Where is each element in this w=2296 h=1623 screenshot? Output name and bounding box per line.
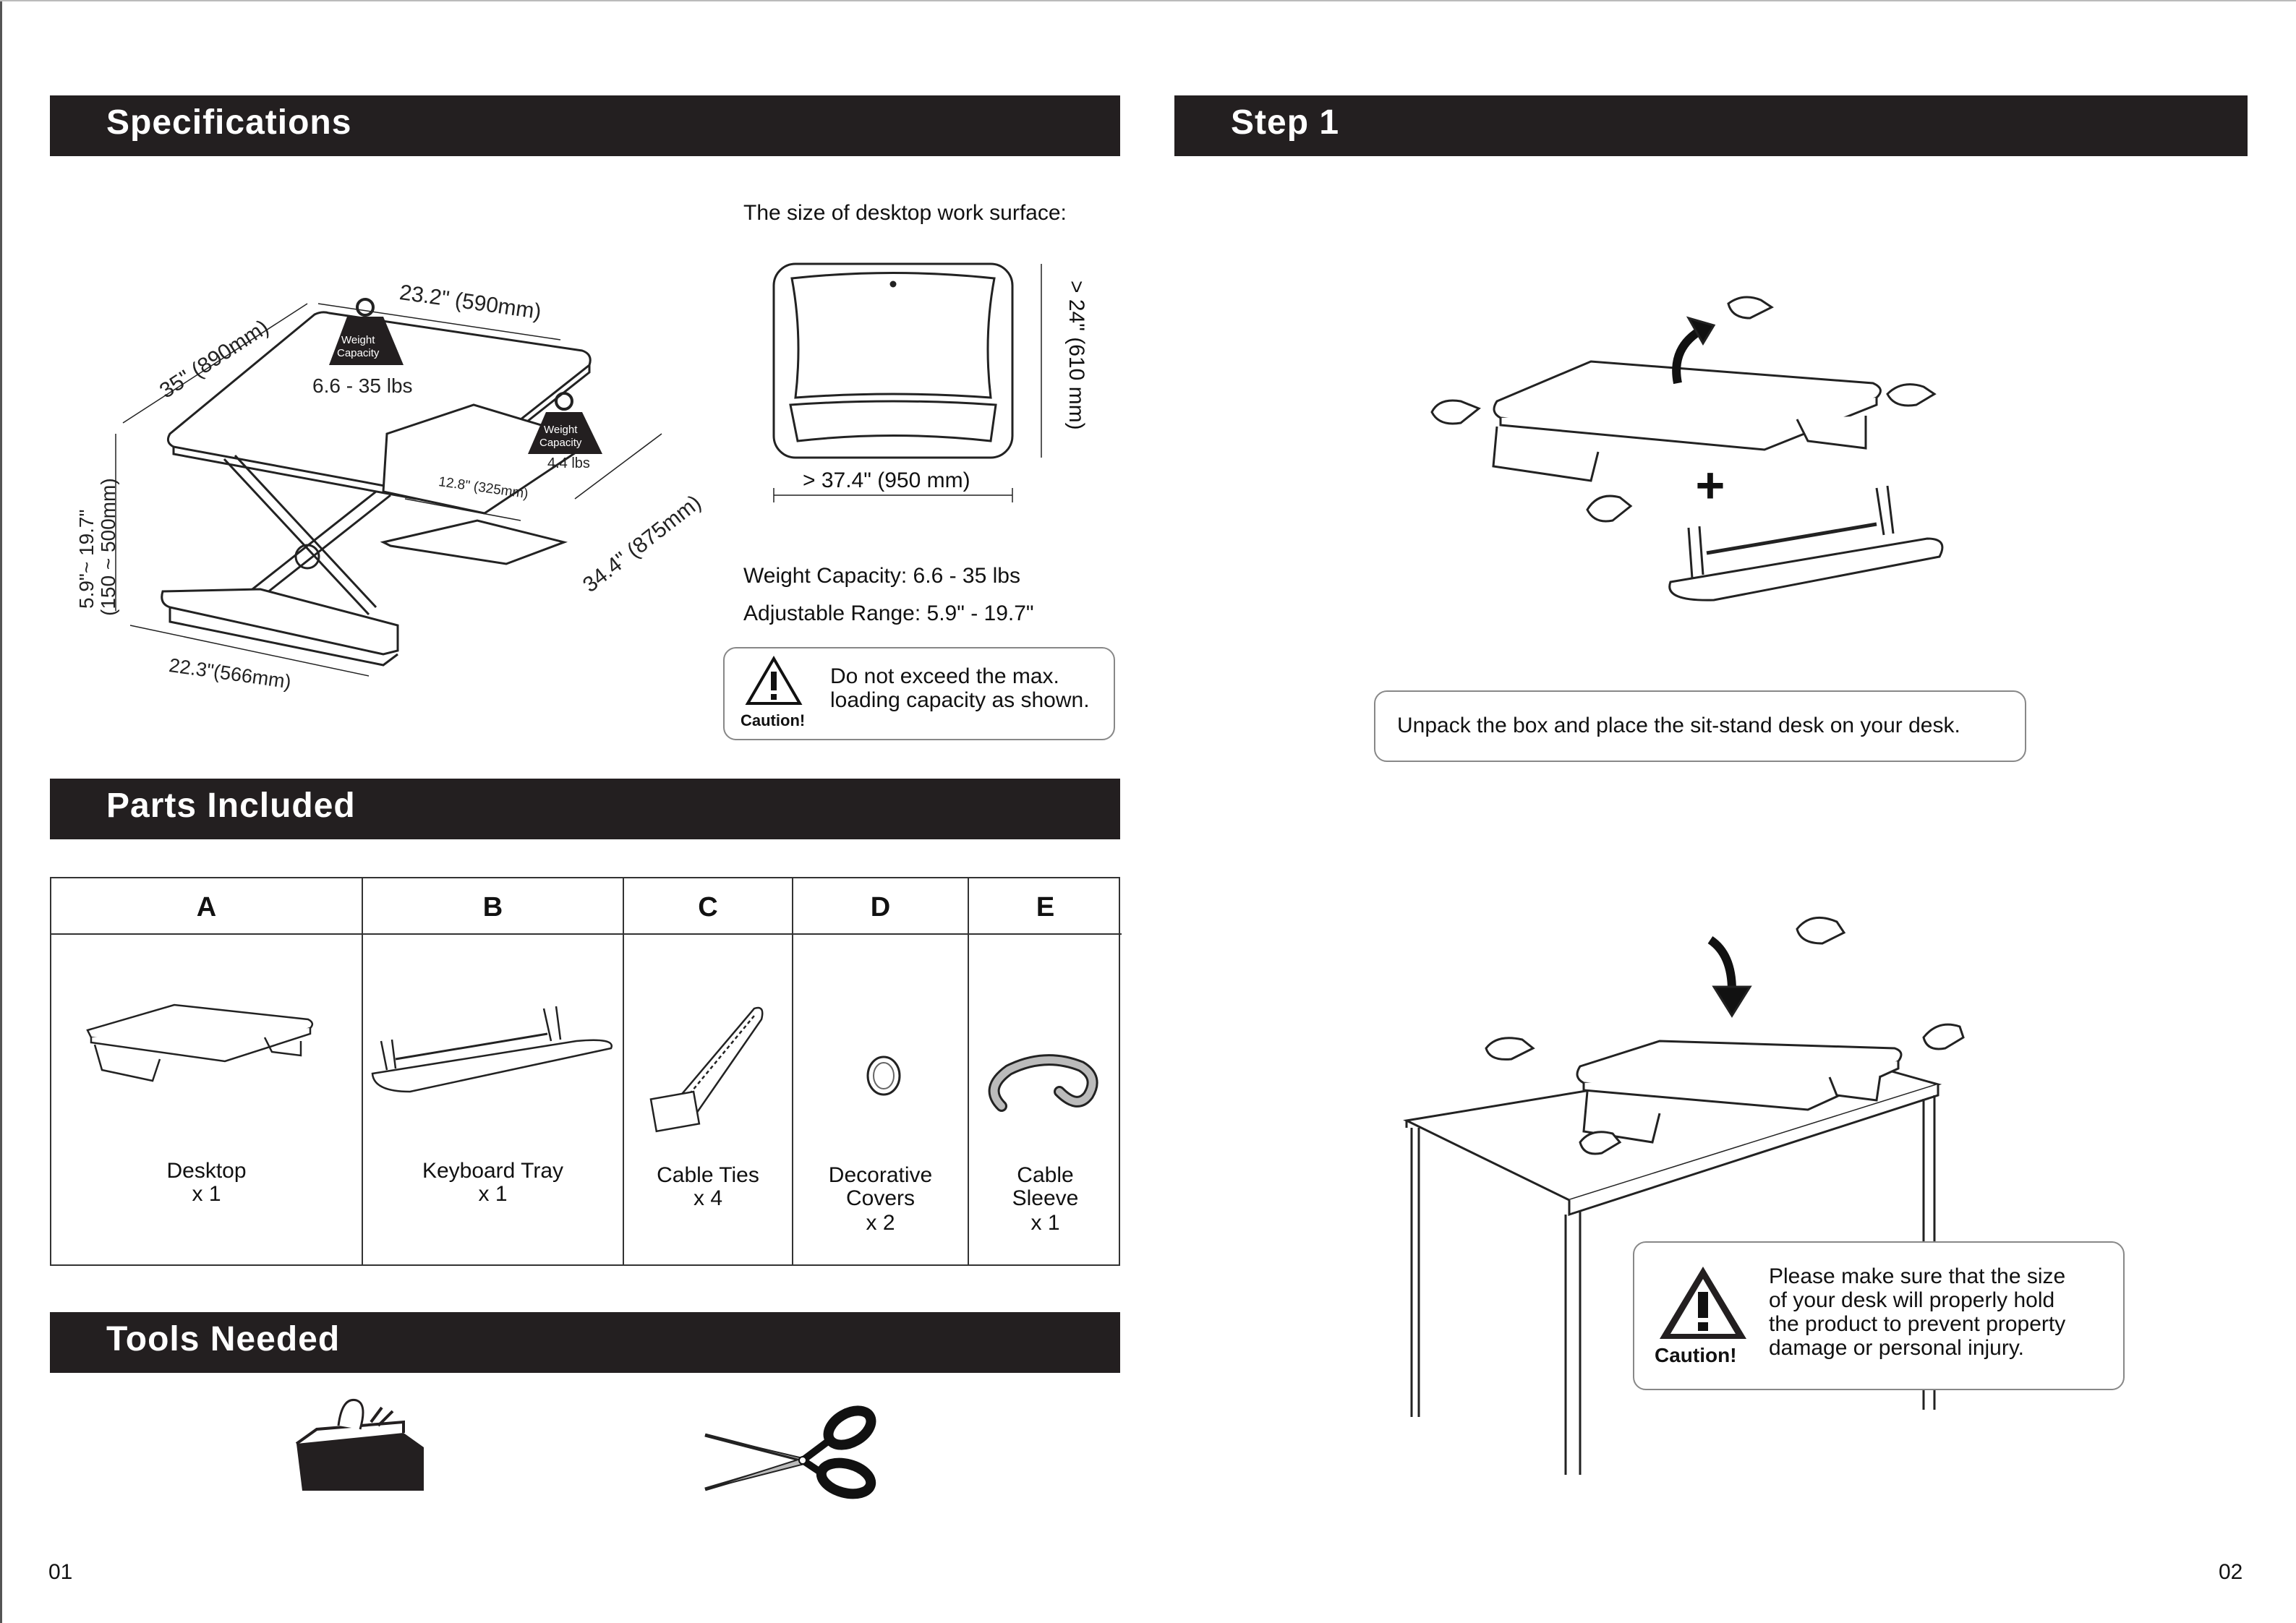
part-quantity: x 1 (192, 1182, 221, 1206)
caution-desk-size-note: Caution! Please make sure that the size … (1633, 1241, 2125, 1390)
part-letter: D (793, 878, 968, 935)
page-edge (0, 0, 2, 1623)
weight-capacity-tag-icon (528, 392, 602, 454)
part-name: Cable Ties (657, 1163, 759, 1187)
part-name: Cable (1017, 1163, 1074, 1187)
caution-text-line: the product to prevent property (1769, 1312, 2066, 1336)
caution-text-line: damage or personal injury. (1769, 1336, 2024, 1360)
weight-tag-label: Capacity (539, 437, 582, 449)
page-edge-top (0, 0, 2296, 1)
dimension-height-label: 5.9"~ 19.7" (75, 509, 98, 609)
part-quantity: x 4 (693, 1186, 723, 1210)
work-surface-outline-drawing (772, 262, 1042, 502)
desk-capacity-label: 6.6 - 35 lbs (312, 374, 413, 397)
caution-text-line: of your desk will properly hold (1769, 1288, 2055, 1312)
page-number-right: 02 (2219, 1560, 2243, 1584)
warning-triangle-icon (745, 656, 803, 705)
step1-title: Step 1 (1231, 103, 1340, 142)
part-quantity: x 2 (866, 1211, 895, 1235)
part-column-c: C Cable Ties x 4 (624, 878, 793, 1264)
adjustable-range-text: Adjustable Range: 5.9" - 19.7" (743, 601, 1034, 625)
weight-capacity-text: Weight Capacity: 6.6 - 35 lbs (743, 564, 1020, 588)
keyboard-tray-part-drawing (371, 1006, 613, 1093)
cable-sleeve-part-drawing (988, 1054, 1098, 1112)
work-surface-title: The size of desktop work surface: (743, 201, 1067, 225)
part-name: Desktop (166, 1159, 247, 1183)
scissors-icon (704, 1405, 876, 1499)
tools-needed-header: Tools Needed (50, 1312, 1120, 1373)
part-name: Keyboard Tray (422, 1159, 564, 1183)
parts-included-header: Parts Included (50, 779, 1120, 839)
place-on-desk-illustration (1403, 916, 1965, 1475)
part-name: Decorative (828, 1163, 933, 1187)
desktop-part-drawing (86, 1003, 314, 1082)
work-surface-width-label: > 37.4" (950 mm) (803, 468, 970, 492)
desk-riser-dimension-drawing (115, 298, 662, 677)
page-number-left: 01 (48, 1560, 73, 1584)
part-letter: E (969, 878, 1122, 935)
caution-text-line: loading capacity as shown. (830, 688, 1090, 712)
work-surface-depth-label: > 24" (610 mm) (1064, 281, 1088, 430)
caution-text-line: Do not exceed the max. (830, 664, 1059, 688)
weight-tag-label: Capacity (337, 347, 380, 359)
parts-included-title: Parts Included (106, 787, 356, 825)
caution-note: Caution! Do not exceed the max. loading … (723, 647, 1115, 740)
step1-instruction-text: Unpack the box and place the sit-stand d… (1397, 714, 1960, 737)
part-letter: B (363, 878, 623, 935)
plus-sign: + (1696, 457, 1725, 513)
tools-needed-title: Tools Needed (106, 1320, 341, 1358)
specifications-header: Specifications (50, 95, 1120, 156)
part-column-e: E Cable Sleeve x 1 (969, 878, 1122, 1264)
caution-text-line: Please make sure that the size (1769, 1264, 2066, 1288)
unpack-desk-illustration: + (1430, 296, 1944, 601)
cable-tie-part-drawing (649, 1006, 764, 1133)
warning-triangle-icon (1660, 1267, 1746, 1339)
toolbox-icon (295, 1398, 424, 1491)
part-column-a: A Desktop x 1 (51, 878, 363, 1264)
step1-header: Step 1 (1174, 95, 2248, 156)
part-column-d: D Decorative Covers x 2 (793, 878, 969, 1264)
part-quantity: x 1 (478, 1182, 508, 1206)
step1-instruction-box: Unpack the box and place the sit-stand d… (1374, 690, 2026, 762)
dimension-height-mm-label: (150 ~ 500mm) (97, 478, 119, 616)
weight-tag-label: Weight (341, 334, 375, 346)
decorative-cover-part-drawing (866, 1055, 901, 1096)
part-column-b: B Keyboard Tray x 1 (363, 878, 624, 1264)
caution-label: Caution! (1655, 1344, 1737, 1366)
part-name-line2: Covers (845, 1186, 916, 1210)
parts-table: A Desktop x 1 B Keyboard Tray x 1 C (50, 877, 1122, 1266)
part-letter: A (51, 878, 362, 935)
part-letter: C (624, 878, 792, 935)
weight-capacity-tag-icon (329, 298, 404, 365)
caution-label: Caution! (741, 711, 806, 729)
part-name-line2: Sleeve (1012, 1186, 1079, 1210)
weight-tag-label: Weight (544, 424, 578, 436)
specifications-title: Specifications (106, 103, 352, 142)
part-quantity: x 1 (1030, 1211, 1060, 1235)
tray-capacity-label: 4.4 lbs (547, 455, 590, 471)
